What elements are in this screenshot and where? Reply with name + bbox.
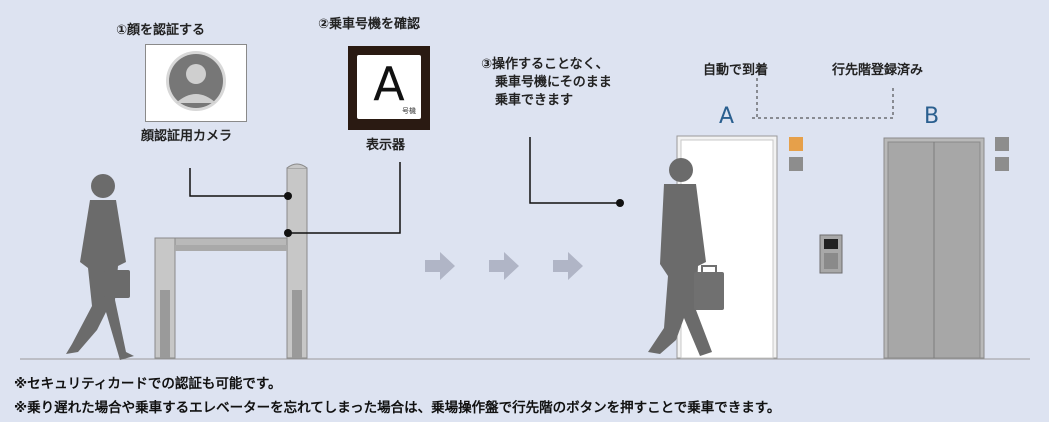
auto-arrival-label: 自動で到着 — [703, 63, 769, 78]
note-security-card: ※セキュリティカードでの認証も可能です。 — [14, 376, 282, 392]
step2-label: ②乗車号機を確認 — [318, 17, 421, 32]
arrow-icon — [425, 252, 455, 280]
walking-person-silhouette — [66, 174, 134, 360]
briefcase — [694, 272, 724, 310]
destination-registered-label: 行先階登録済み — [832, 63, 924, 78]
step3-line1: ③操作することなく、 — [481, 57, 609, 72]
step3-line3: 乗車できます — [495, 93, 574, 108]
display-unit-label: 号機 — [402, 107, 416, 115]
camera-label: 顔認証用カメラ — [141, 129, 233, 144]
indicator-unlit — [789, 157, 803, 171]
camera-point — [284, 192, 292, 200]
note-missed-elevator: ※乗り遅れた場合や乗車するエレベーターを忘れてしまった場合は、乗場操作盤で行先階… — [14, 400, 781, 416]
camera-image — [145, 44, 247, 122]
flow-arrows — [425, 252, 583, 280]
car-number-display: A 号機 — [348, 46, 430, 130]
arrow-icon — [553, 252, 583, 280]
arrow-icon — [489, 252, 519, 280]
step1-label: ①顔を認証する — [116, 23, 206, 38]
elevator-b — [883, 137, 985, 359]
display-letter: A — [373, 57, 405, 111]
person-avatar-icon — [166, 51, 226, 111]
elevator-b-letter: B — [924, 104, 940, 129]
indicator-lit — [789, 137, 803, 151]
briefcase-handle — [701, 265, 717, 274]
indicator-unlit — [995, 157, 1009, 171]
security-gate — [154, 163, 308, 359]
hall-panel — [819, 234, 843, 274]
dashed-callouts — [750, 78, 894, 119]
step3-point — [616, 199, 624, 207]
entering-person-silhouette — [648, 158, 712, 356]
indicator-unlit — [995, 137, 1009, 151]
display-point — [284, 229, 292, 237]
display-label: 表示器 — [366, 138, 406, 153]
step3-line2: 乗車号機にそのまま — [495, 75, 612, 90]
leader-lines — [189, 137, 620, 234]
elevator-a-letter: A — [719, 104, 735, 129]
